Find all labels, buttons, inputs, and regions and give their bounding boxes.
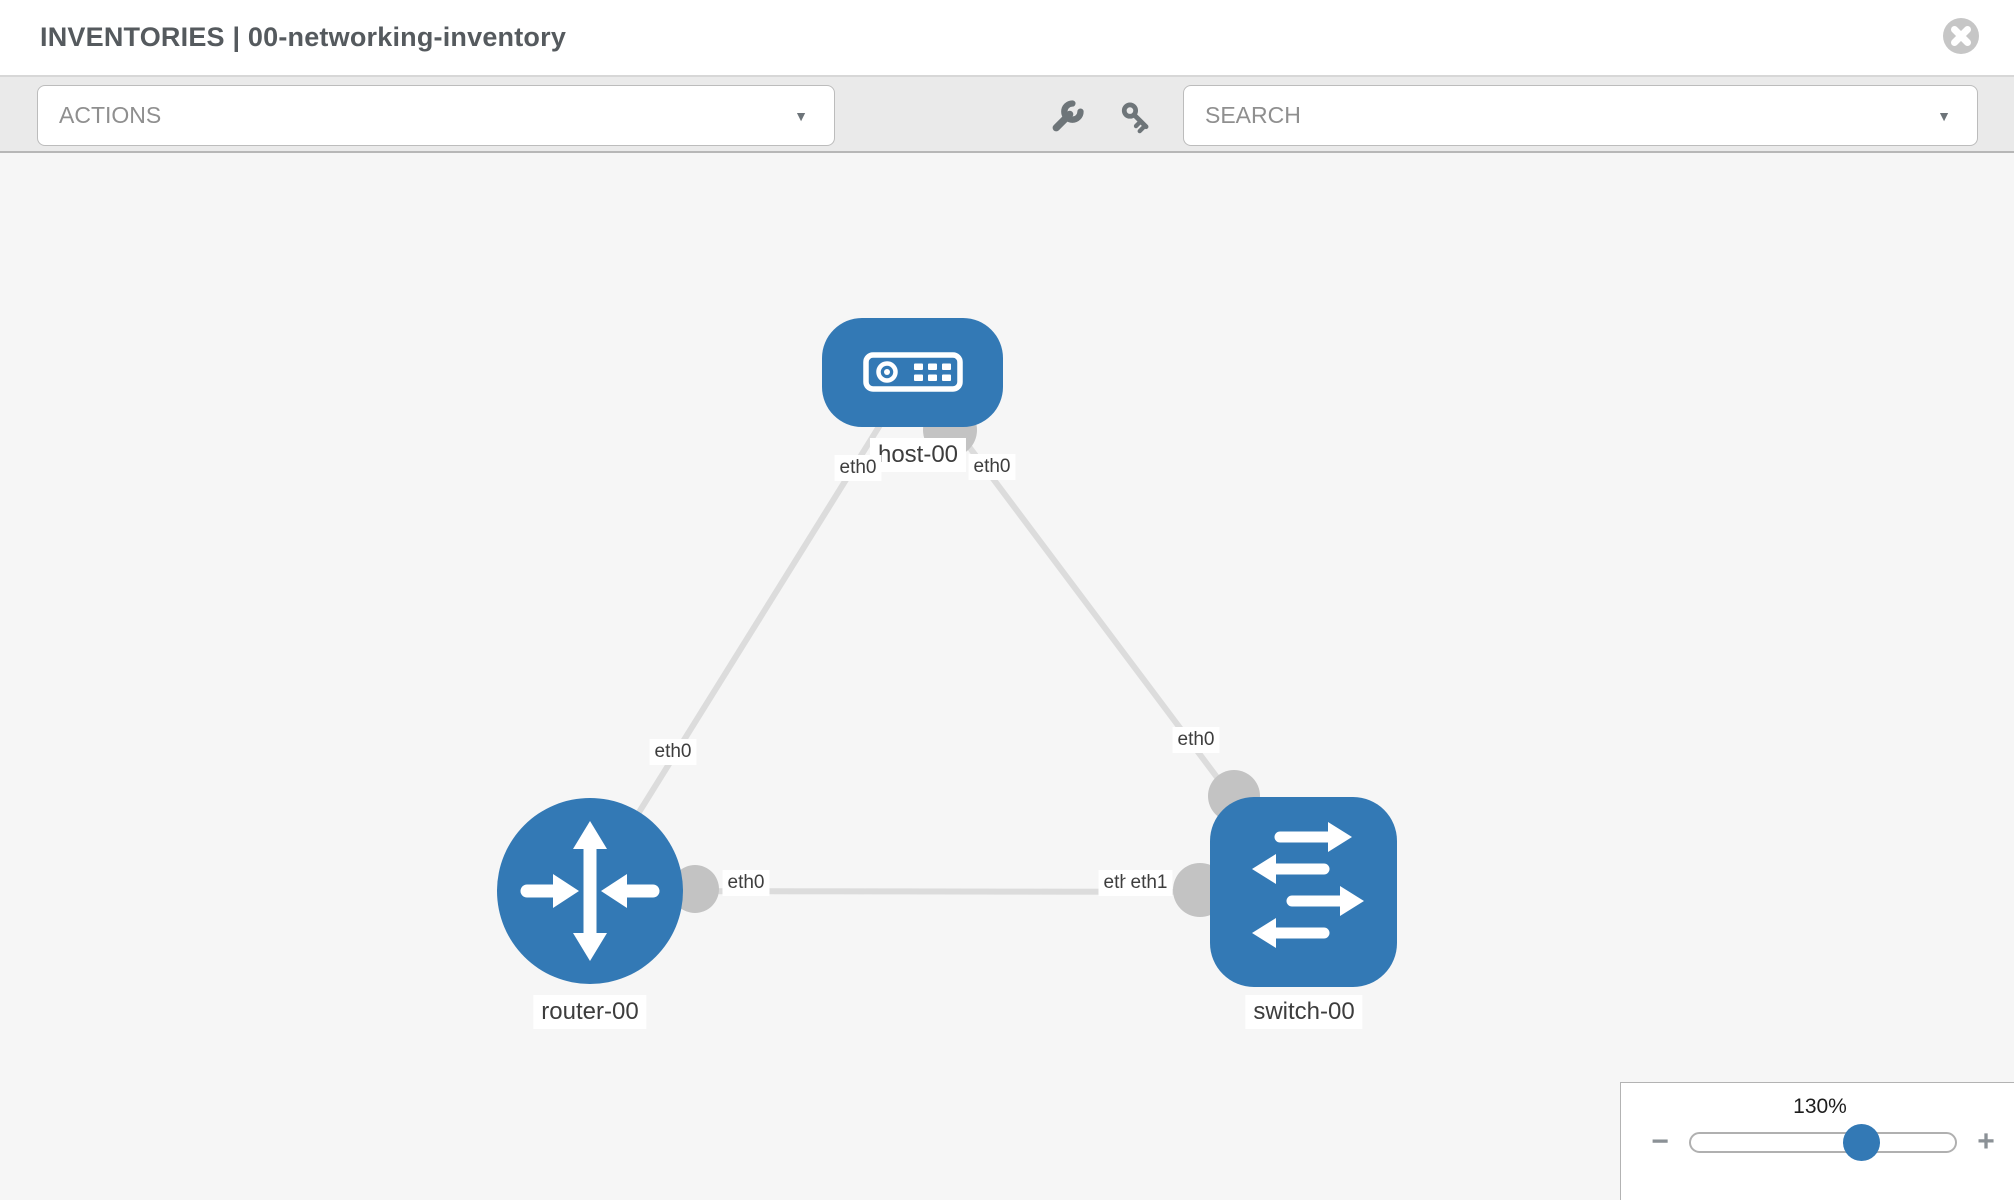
iface-label-router00-eth0-to-host: eth0 [649, 739, 697, 765]
header: INVENTORIES | 00-networking-inventory [0, 0, 2014, 77]
page-title: INVENTORIES | 00-networking-inventory [40, 22, 567, 52]
toolbar: ACTIONS ▼ SEARCH ▼ [0, 77, 2014, 153]
zoom-out-button[interactable]: − [1651, 1125, 1669, 1158]
switch-icon [1252, 822, 1364, 948]
node-host-00[interactable] [822, 318, 1003, 427]
zoom-in-button[interactable]: + [1977, 1125, 1995, 1158]
zoom-slider-thumb[interactable] [1843, 1123, 1881, 1161]
node-label-router-00: router-00 [533, 995, 647, 1029]
chevron-down-icon: ▼ [794, 107, 808, 124]
actions-dropdown[interactable]: ACTIONS ▼ [37, 85, 835, 146]
port-router00 [671, 865, 719, 913]
iface-label-host00-eth0-to-switch: eth0 [968, 454, 1016, 480]
chevron-down-icon: ▼ [1937, 107, 1951, 124]
iface-label-host00-eth0-to-router: eth0 [834, 455, 882, 481]
iface-label-switch00-eth1-to-router: eth1 [1125, 870, 1173, 896]
key-icon[interactable] [1117, 99, 1155, 142]
node-label-switch-00: switch-00 [1245, 995, 1363, 1029]
search-dropdown[interactable]: SEARCH ▼ [1183, 85, 1978, 146]
node-switch-00[interactable] [1210, 797, 1397, 987]
zoom-slider-track[interactable] [1689, 1123, 1957, 1161]
node-router-00[interactable] [497, 798, 683, 984]
zoom-level-value: 130% [1793, 1095, 1847, 1118]
host-icon [863, 352, 963, 392]
iface-label-router00-eth0-to-switch: eth0 [722, 870, 770, 896]
close-icon [1943, 18, 1979, 54]
node-label-host-00: host-00 [869, 438, 967, 472]
search-dropdown-label: SEARCH [1205, 102, 1301, 128]
close-button[interactable] [1942, 17, 1980, 55]
topology-canvas[interactable]: host-00 router-00 switch-00 eth0 eth0 et… [0, 153, 2014, 1200]
actions-dropdown-label: ACTIONS [59, 102, 162, 128]
iface-label-switch00-eth0-to-host: eth0 [1172, 727, 1220, 753]
router-icon [520, 821, 660, 961]
wrench-icon[interactable] [1049, 99, 1085, 140]
zoom-control-panel: 130% − + [1620, 1082, 2014, 1200]
